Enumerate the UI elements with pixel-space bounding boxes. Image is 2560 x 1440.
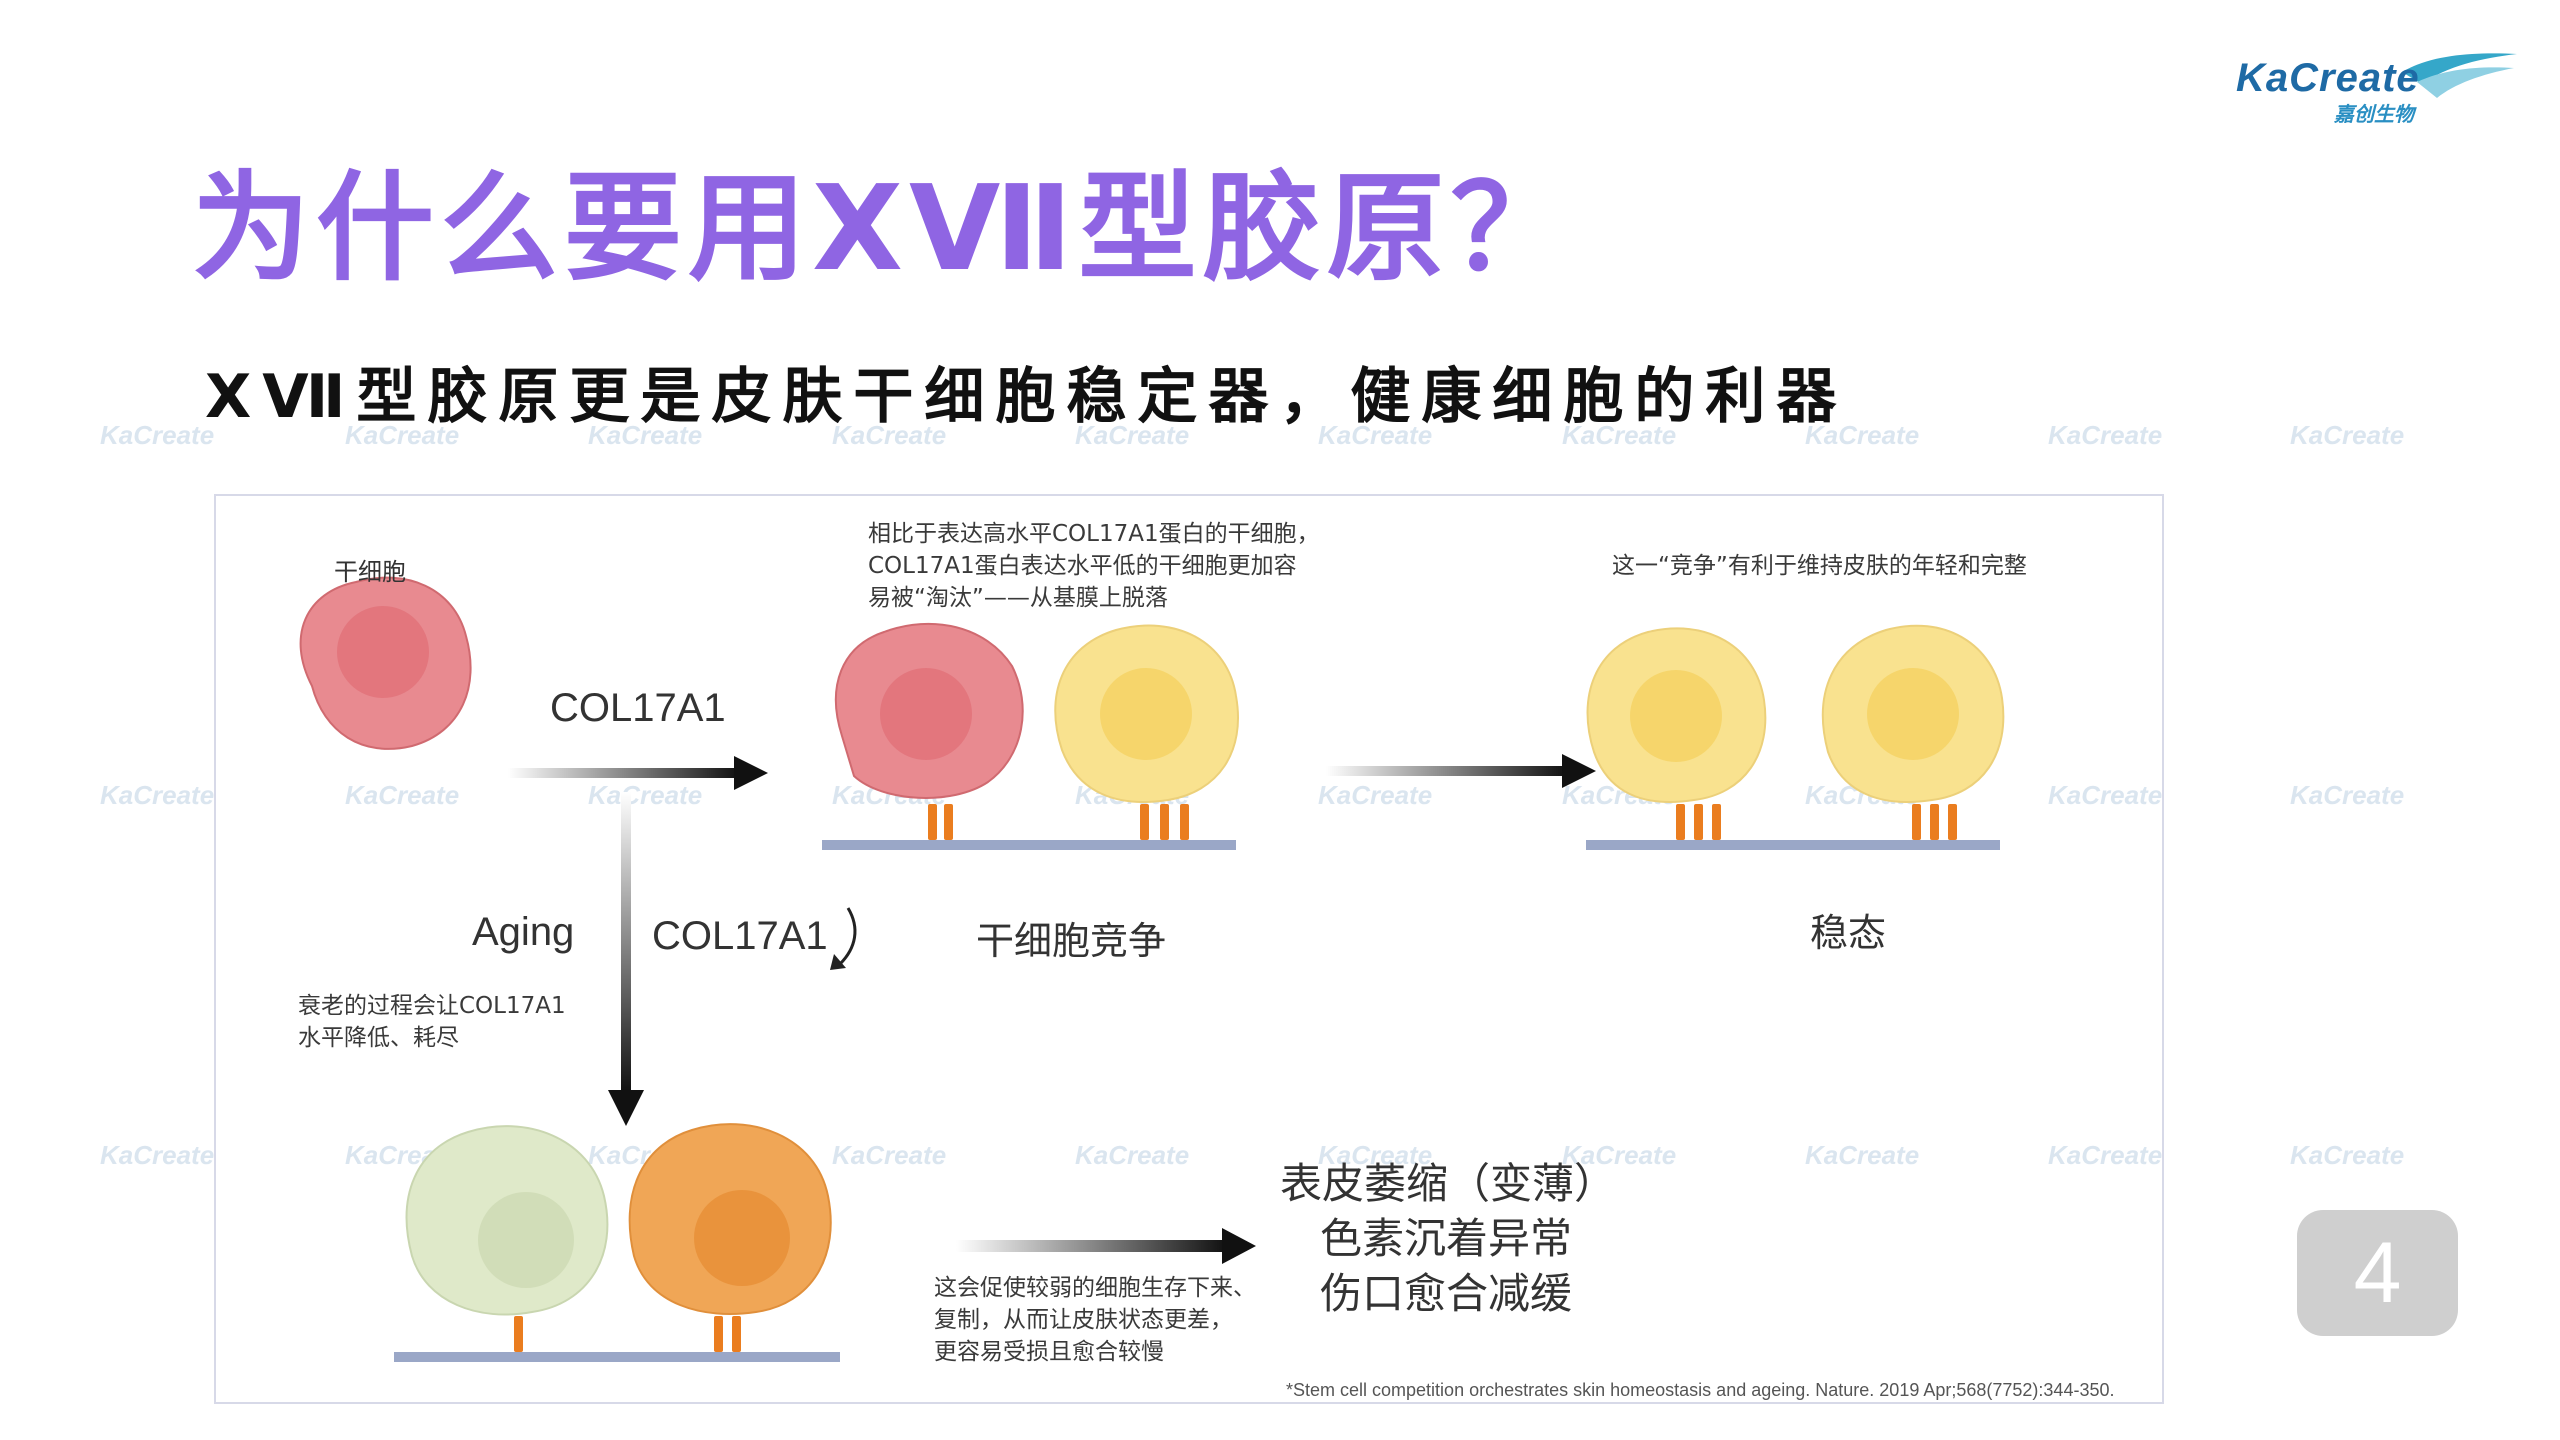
col17a1-diagram: 干细胞 COL17A1 相比于表达高水平COL17A1蛋白的干细胞， COL17… <box>214 494 2164 1404</box>
competition-anchors <box>928 804 1189 840</box>
effect-pigmentation: 色素沉着异常 <box>1280 1211 1616 1266</box>
watermark: KaCreate <box>2290 780 2404 811</box>
col17a1-arrow-label: COL17A1 <box>550 686 726 731</box>
logo-subtext: 嘉创生物 <box>2334 98 2414 127</box>
homeostasis-note: 这一“竞争”有利于维持皮肤的年轻和完整 <box>1612 550 2027 582</box>
weak-cell-note-line-3: 更容易受损且愈合较慢 <box>934 1336 1256 1368</box>
competition-note-line-1: 相比于表达高水平COL17A1蛋白的干细胞， <box>868 518 1320 550</box>
logo-text: KaCreate <box>2236 56 2420 101</box>
weak-cell-note: 这会促使较弱的细胞生存下来、 复制，从而让皮肤状态更差， 更容易受损且愈合较慢 <box>934 1272 1256 1368</box>
steady-yellow-cell-1 <box>1588 628 1766 802</box>
aged-orange-cell <box>630 1124 831 1314</box>
competition-label: 干细胞竞争 <box>976 910 1166 965</box>
page-title: 为什么要用ⅩⅦ型胶原？ <box>192 132 1575 303</box>
competition-yellow-cell <box>1055 626 1238 802</box>
competition-note-line-2: COL17A1蛋白表达水平低的干细胞更加容 <box>868 550 1320 582</box>
competition-note-line-3: 易被“淘汰”——从基膜上脱落 <box>868 582 1320 614</box>
watermark: KaCreate <box>2048 420 2162 451</box>
aged-membrane <box>394 1352 840 1362</box>
competition-red-cell <box>836 624 1023 798</box>
aging-note: 衰老的过程会让COL17A1 水平降低、耗尽 <box>298 990 566 1054</box>
watermark: KaCreate <box>100 420 214 451</box>
arrow-to-effects <box>956 1228 1256 1264</box>
effect-slow-healing: 伤口愈合减缓 <box>1280 1266 1616 1321</box>
competition-membrane <box>822 840 1236 850</box>
page-subtitle: ⅩⅦ型胶原更是皮肤干细胞稳定器，健康细胞的利器 <box>205 348 1847 435</box>
competition-note: 相比于表达高水平COL17A1蛋白的干细胞， COL17A1蛋白表达水平低的干细… <box>868 518 1320 614</box>
watermark: KaCreate <box>2290 420 2404 451</box>
weak-cell-note-line-1: 这会促使较弱的细胞生存下来、 <box>934 1272 1256 1304</box>
aging-note-line-2: 水平降低、耗尽 <box>298 1022 566 1054</box>
aged-anchors <box>514 1316 741 1352</box>
stem-cell-label: 干细胞 <box>334 552 406 587</box>
watermark: KaCreate <box>2290 1140 2404 1171</box>
aged-green-cell <box>407 1126 608 1314</box>
col17a1-decrease-label: COL17A1 <box>652 914 828 959</box>
arrow-to-steady <box>1326 754 1596 788</box>
watermark: KaCreate <box>100 780 214 811</box>
effect-epidermal-atrophy: 表皮萎缩（变薄） <box>1280 1156 1616 1211</box>
weak-cell-note-line-2: 复制，从而让皮肤状态更差， <box>934 1304 1256 1336</box>
steady-anchors <box>1676 804 1957 840</box>
effects-list: 表皮萎缩（变薄） 色素沉着异常 伤口愈合减缓 <box>1280 1156 1616 1321</box>
steady-yellow-cell-2 <box>1823 626 2003 802</box>
steady-state-label: 稳态 <box>1810 902 1886 957</box>
arrow-aging-down <box>608 792 644 1126</box>
aging-label: Aging <box>472 910 574 955</box>
page-number-badge: 4 <box>2297 1210 2458 1336</box>
arrow-col17a1-right <box>508 756 768 790</box>
watermark: KaCreate <box>100 1140 214 1171</box>
decrease-curve-arrow <box>830 908 855 970</box>
steady-membrane <box>1586 840 2000 850</box>
stem-cell-red <box>301 578 471 749</box>
aging-note-line-1: 衰老的过程会让COL17A1 <box>298 990 566 1022</box>
citation: *Stem cell competition orchestrates skin… <box>1286 1380 2114 1401</box>
